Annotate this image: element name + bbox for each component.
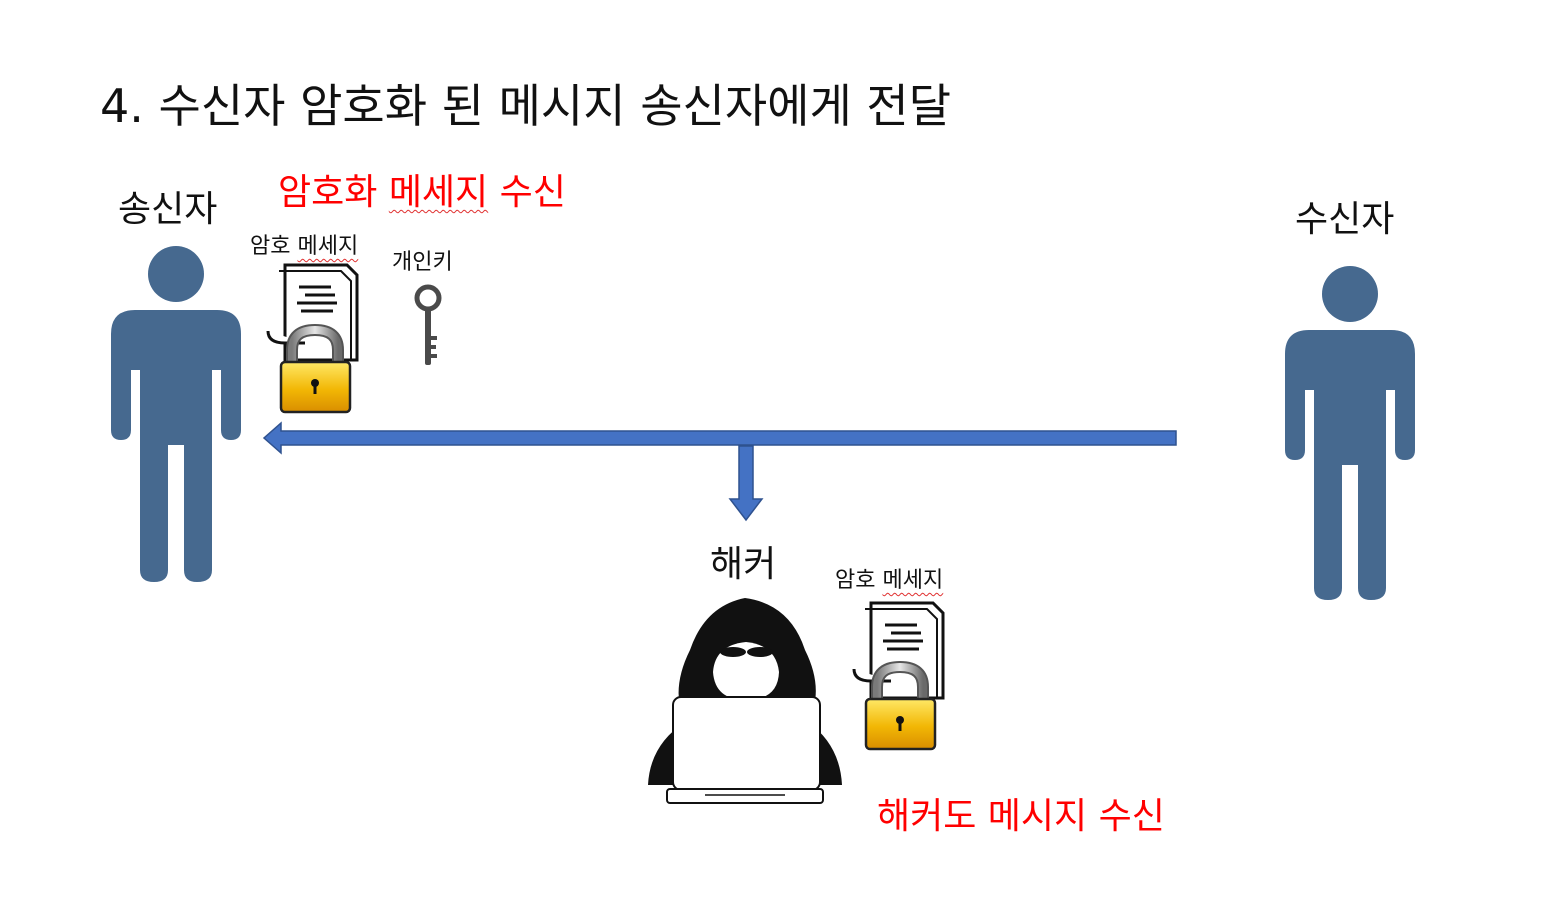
sender-doc-label: 암호 메세지 bbox=[250, 228, 358, 260]
hacker-doc-underlined: 메세지 bbox=[882, 568, 944, 593]
transfer-arrow bbox=[262, 421, 1177, 455]
intercept-arrow bbox=[728, 445, 764, 522]
hacker-lock-icon bbox=[864, 660, 937, 751]
hacker-icon bbox=[648, 598, 842, 804]
hacker-label: 해커 bbox=[710, 544, 777, 585]
receiver-label: 수신자 bbox=[1295, 199, 1395, 240]
sender-label: 송신자 bbox=[118, 189, 218, 230]
hacker-doc-prefix: 암호 bbox=[835, 568, 883, 593]
sender-doc-prefix: 암호 bbox=[250, 234, 298, 259]
sender-lock-icon bbox=[279, 323, 352, 414]
slide-title: 4. 수신자 암호화 된 메시지 송신자에게 전달 bbox=[100, 79, 952, 133]
receiver-person-icon bbox=[1285, 266, 1415, 600]
sender-status-prefix: 암호화 bbox=[278, 172, 389, 213]
sender-status-suffix: 수신 bbox=[488, 172, 566, 213]
hacker-doc-label: 암호 메세지 bbox=[835, 562, 943, 594]
sender-person-icon bbox=[111, 246, 241, 582]
hacker-status: 해커도 메시지 수신 bbox=[877, 796, 1165, 837]
private-key-label: 개인키 bbox=[392, 250, 453, 275]
sender-doc-underlined: 메세지 bbox=[297, 234, 359, 259]
sender-status-underlined: 메세지 bbox=[388, 172, 489, 213]
sender-status: 암호화 메세지 수신 bbox=[278, 163, 566, 215]
private-key-icon bbox=[414, 284, 442, 365]
hacker-encrypted-document-icon bbox=[852, 601, 945, 700]
